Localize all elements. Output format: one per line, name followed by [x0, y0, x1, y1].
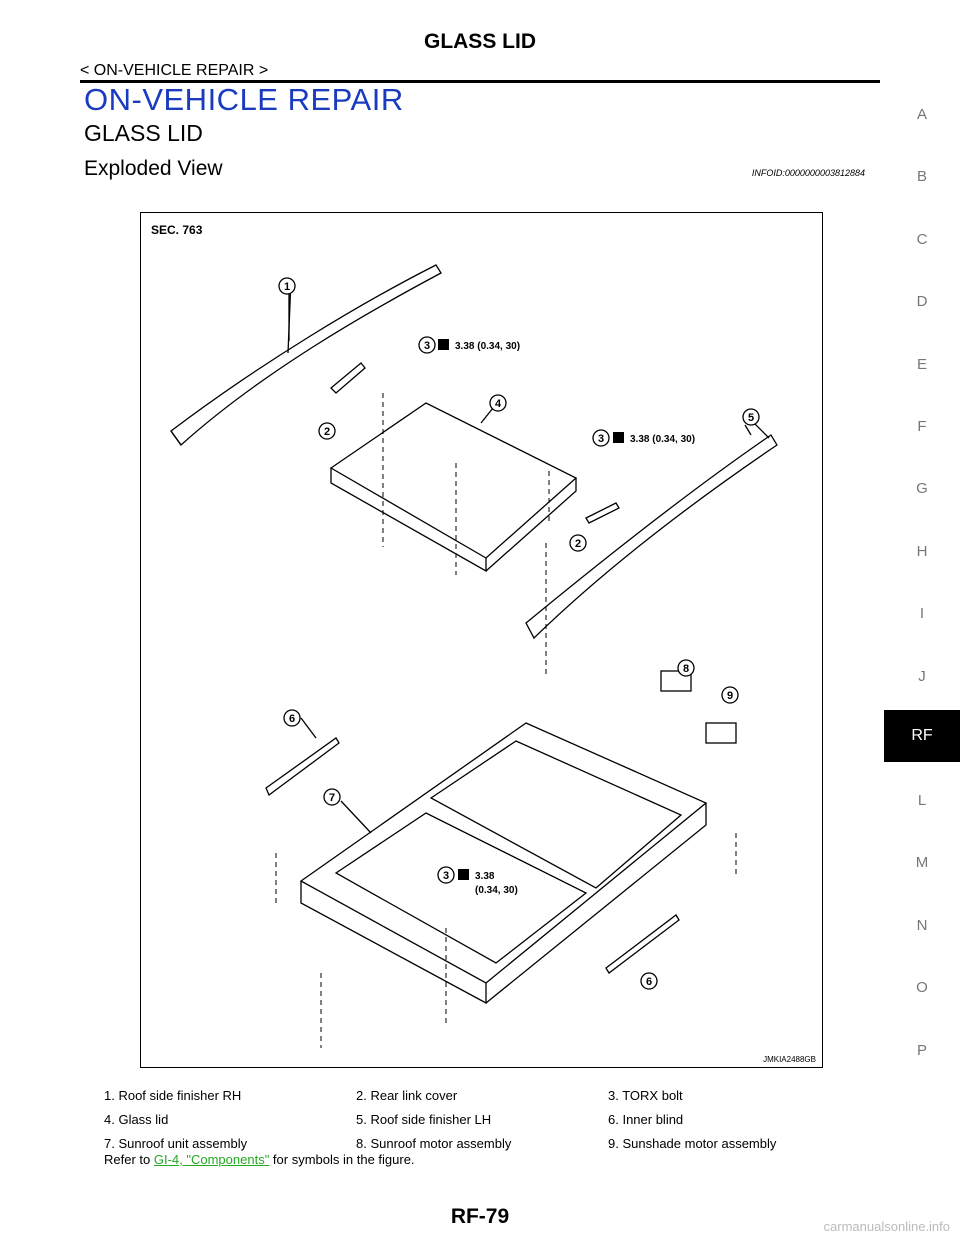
header-rule: [80, 80, 880, 83]
callout-8: 8: [683, 663, 689, 675]
legend-item: 8. Sunroof motor assembly: [356, 1136, 512, 1151]
legend-item: 4. Glass lid: [104, 1112, 169, 1127]
side-tab[interactable]: N: [916, 917, 928, 934]
side-tab[interactable]: H: [916, 543, 928, 560]
exploded-view-figure: SEC. 763: [140, 212, 823, 1068]
glass-lid-shape: [329, 402, 578, 559]
side-tab[interactable]: M: [915, 854, 929, 871]
legend-item: 1. Roof side finisher RH: [104, 1088, 242, 1103]
sunshade-motor-shape: [705, 722, 737, 744]
callout-5: 5: [748, 412, 754, 424]
side-tab[interactable]: J: [918, 668, 926, 685]
torque-label-3b: (0.34, 30): [475, 885, 518, 896]
side-tab[interactable]: F: [917, 418, 927, 435]
legend-item: 9. Sunshade motor assembly: [608, 1136, 777, 1151]
side-tab[interactable]: G: [916, 480, 928, 497]
page-header-title: GLASS LID: [423, 30, 536, 53]
side-tab[interactable]: B: [916, 168, 927, 185]
legend-row: 4. Glass lid 5. Roof side finisher LH 6.…: [104, 1112, 864, 1136]
exploded-view-drawing: 1 2 2 3 3 3 4 5 6 6 7 8 9: [170, 264, 778, 1048]
page-number: RF-79: [450, 1205, 510, 1228]
parts-legend: 1. Roof side finisher RH 2. Rear link co…: [104, 1088, 864, 1160]
roof-finisher-lh-shape: [525, 434, 778, 640]
callout-1: 1: [284, 281, 290, 293]
symbols-note: Refer to GI-4, "Components" for symbols …: [104, 1152, 415, 1167]
inner-blind-upper: [265, 737, 340, 797]
figure-section-code: SEC. 763: [151, 223, 203, 237]
callout-3b: 3: [598, 433, 604, 445]
roof-finisher-rh-shape: [170, 264, 442, 446]
info-id: INFOID:0000000003812884: [751, 168, 865, 178]
inner-blind-lower: [605, 914, 680, 974]
callout-6b: 6: [646, 976, 652, 988]
note-suffix: for symbols in the figure.: [269, 1152, 415, 1167]
torque-label-3a: 3.38: [475, 871, 495, 882]
side-tab[interactable]: O: [916, 979, 928, 996]
legend-row: 1. Roof side finisher RH 2. Rear link co…: [104, 1088, 864, 1112]
callout-4: 4: [495, 398, 502, 410]
side-tab[interactable]: L: [917, 792, 927, 809]
side-tab-active[interactable]: RF: [884, 710, 960, 762]
legend-item: 6. Inner blind: [608, 1112, 684, 1127]
legend-item: 5. Roof side finisher LH: [356, 1112, 492, 1127]
figure-image-code: JMKIA2488GB: [763, 1055, 816, 1064]
watermark: carmanualsonline.info: [823, 1219, 950, 1234]
torque-label-1: 3.38 (0.34, 30): [455, 341, 520, 352]
legend-row: 7. Sunroof unit assembly 8. Sunroof moto…: [104, 1136, 864, 1160]
side-tab[interactable]: I: [919, 605, 925, 622]
callout-7: 7: [329, 792, 335, 804]
side-tab[interactable]: P: [916, 1042, 927, 1059]
side-tab[interactable]: E: [916, 356, 927, 373]
callout-9: 9: [727, 690, 733, 702]
callout-2: 2: [324, 426, 330, 438]
legend-item: 2. Rear link cover: [356, 1088, 458, 1103]
callout-3c: 3: [443, 870, 449, 882]
callout-2b: 2: [575, 538, 581, 550]
side-tab[interactable]: C: [916, 231, 928, 248]
side-tab[interactable]: A: [916, 106, 927, 123]
torque-label-2: 3.38 (0.34, 30): [630, 434, 695, 445]
section-heading: Exploded View: [84, 157, 223, 180]
breadcrumb: < ON-VEHICLE REPAIR >: [80, 62, 269, 79]
section-subtitle: GLASS LID: [84, 120, 203, 146]
callout-6: 6: [289, 713, 295, 725]
note-prefix: Refer to: [104, 1152, 154, 1167]
legend-item: 7. Sunroof unit assembly: [104, 1136, 248, 1151]
section-title: ON-VEHICLE REPAIR: [84, 82, 404, 117]
callout-3: 3: [424, 340, 430, 352]
components-link[interactable]: GI-4, "Components": [153, 1152, 270, 1167]
legend-item: 3. TORX bolt: [608, 1088, 683, 1103]
side-tab[interactable]: D: [916, 293, 928, 310]
